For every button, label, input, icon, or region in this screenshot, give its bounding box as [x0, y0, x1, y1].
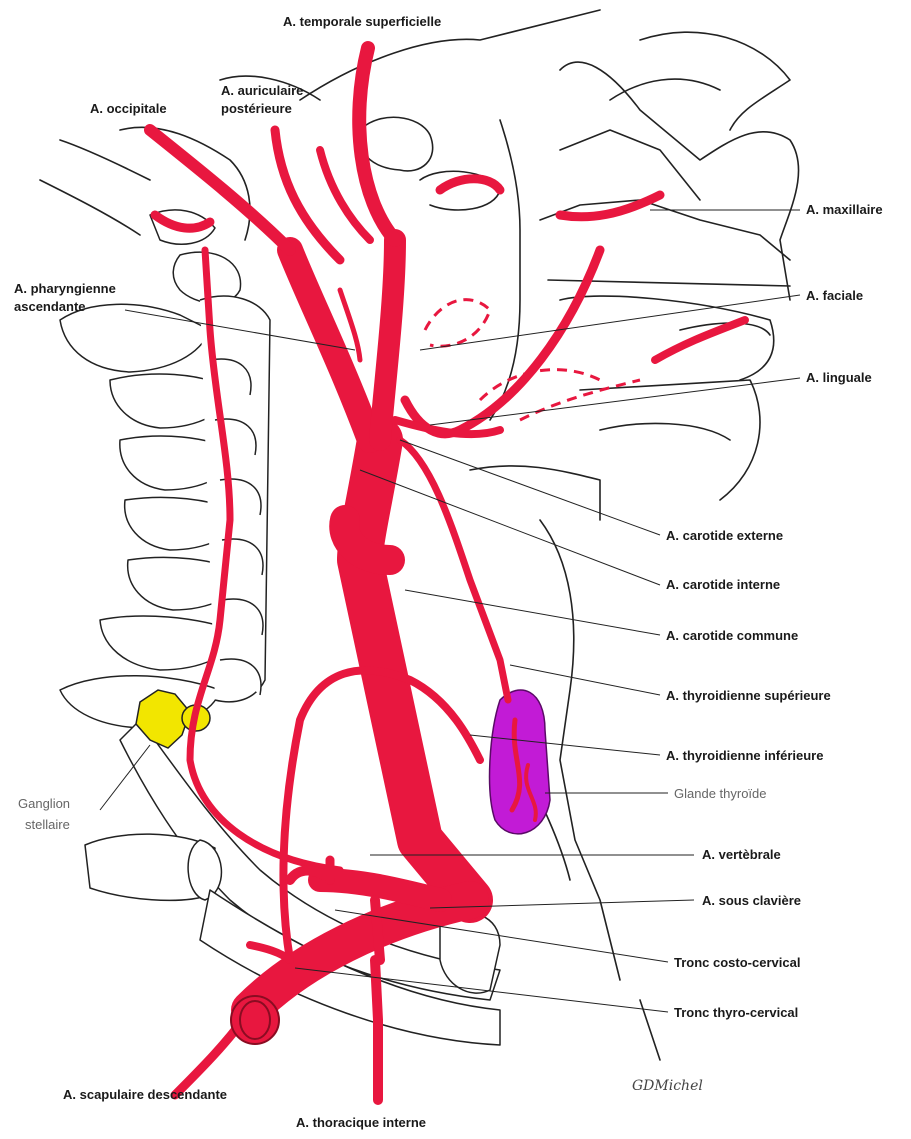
- label-carotide-interne: A. carotide interne: [666, 577, 780, 593]
- label-glande-thyroide: Glande thyroïde: [674, 786, 767, 802]
- label-temporale-superficielle: A. temporale superficielle: [283, 14, 441, 30]
- label-occipitale: A. occipitale: [90, 101, 167, 117]
- label-thyroidienne-superieure: A. thyroidienne supérieure: [666, 688, 831, 704]
- label-ganglion-line1: Ganglion: [18, 796, 70, 812]
- label-thoracique-interne: A. thoracique interne: [296, 1115, 426, 1131]
- thyroid-gland: [490, 690, 550, 834]
- label-sous-claviere: A. sous clavière: [702, 893, 801, 909]
- label-pharyngienne-line2: ascendante: [14, 299, 86, 315]
- label-linguale: A. linguale: [806, 370, 872, 386]
- label-tronc-costo-cervical: Tronc costo-cervical: [674, 955, 800, 971]
- label-auriculaire-line2: postérieure: [221, 101, 292, 117]
- label-carotide-commune: A. carotide commune: [666, 628, 798, 644]
- label-pharyngienne-line1: A. pharyngienne: [14, 281, 116, 297]
- carotide-externe-path: [380, 240, 395, 440]
- label-auriculaire-line1: A. auriculaire: [221, 83, 303, 99]
- label-ganglion-line2: stellaire: [25, 817, 70, 833]
- label-vertebrale: A. vertèbrale: [702, 847, 781, 863]
- artist-signature: GDMichel: [632, 1078, 703, 1094]
- label-scapulaire-descendante: A. scapulaire descendante: [63, 1087, 227, 1103]
- label-carotide-externe: A. carotide externe: [666, 528, 783, 544]
- label-faciale: A. faciale: [806, 288, 863, 304]
- label-thyroidienne-inferieure: A. thyroidienne inférieure: [666, 748, 823, 764]
- label-maxillaire: A. maxillaire: [806, 202, 883, 218]
- subclavian-stump: [231, 996, 279, 1044]
- label-tronc-thyro-cervical: Tronc thyro-cervical: [674, 1005, 798, 1021]
